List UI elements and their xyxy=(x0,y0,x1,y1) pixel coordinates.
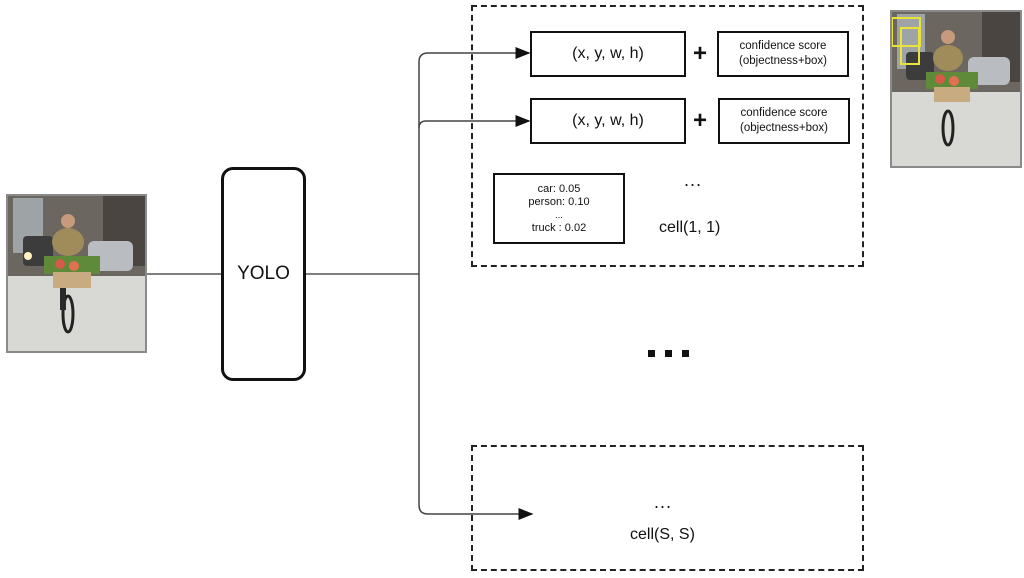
branch-arrow-box2 xyxy=(418,115,531,129)
cell-S-S-label: cell(S, S) xyxy=(630,526,695,543)
dot xyxy=(648,350,655,357)
class-prob-person: person: 0.10 xyxy=(528,195,590,208)
bbox-coords-2: (x, y, w, h) xyxy=(530,98,686,144)
bicycle-photo-input xyxy=(8,196,145,351)
cell-1-1-container xyxy=(471,5,864,267)
class-probabilities-box: car: 0.05 person: 0.10 ... truck : 0.02 xyxy=(493,173,625,244)
branch-arrow-box1 xyxy=(418,47,531,274)
plus-sign-2: + xyxy=(693,107,708,134)
class-prob-ellipsis: ... xyxy=(555,209,563,220)
confidence-box-2: confidence score (objectness+box) xyxy=(718,98,850,144)
detection-box xyxy=(900,27,920,65)
yolo-model-box: YOLO xyxy=(221,167,306,381)
input-image xyxy=(6,194,147,353)
yolo-label: YOLO xyxy=(237,263,290,284)
cell-S-S-ellipsis: ... xyxy=(654,492,673,512)
cell-S-S-container xyxy=(471,445,864,571)
more-boxes-ellipsis: ... xyxy=(684,170,703,190)
bbox-coords-1: (x, y, w, h) xyxy=(530,31,686,77)
output-image xyxy=(890,10,1022,168)
plus-sign-1: + xyxy=(693,40,708,67)
class-prob-car: car: 0.05 xyxy=(537,182,581,195)
class-prob-truck: truck : 0.02 xyxy=(531,221,587,234)
cell-1-1-label: cell(1, 1) xyxy=(659,219,721,236)
bicycle-photo-output xyxy=(892,12,1020,166)
confidence-box-1: confidence score (objectness+box) xyxy=(717,31,849,77)
dot xyxy=(682,350,689,357)
branch-arrow-cellSS xyxy=(418,274,534,520)
more-cells-ellipsis xyxy=(648,350,689,357)
dot xyxy=(665,350,672,357)
